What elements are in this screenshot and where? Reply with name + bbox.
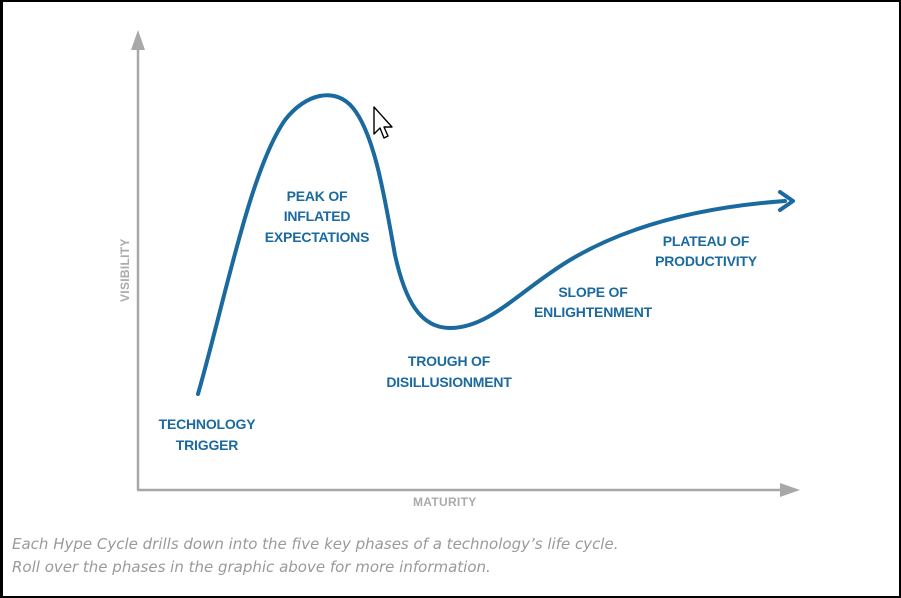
mouse-pointer-icon — [373, 106, 393, 139]
caption-line: Each Hype Cycle drills down into the fiv… — [12, 535, 619, 553]
phase-label: SLOPE OF — [558, 284, 628, 300]
phase-label: ENLIGHTENMENT — [534, 304, 653, 320]
y-axis-label: VISIBILITY — [118, 238, 132, 302]
x-axis — [137, 483, 800, 497]
phase-label: INFLATED — [284, 208, 351, 224]
phase-label: PRODUCTIVITY — [655, 253, 758, 269]
phase-label: TROUGH OF — [408, 353, 491, 369]
caption-line: Roll over the phases in the graphic abov… — [12, 558, 491, 576]
phase-plateau-of-productivity[interactable]: PLATEAU OF PRODUCTIVITY — [655, 233, 758, 269]
phase-technology-trigger[interactable]: TECHNOLOGY TRIGGER — [159, 416, 257, 453]
phase-slope-of-enlightenment[interactable]: SLOPE OF ENLIGHTENMENT — [534, 284, 653, 320]
phase-label: PEAK OF — [287, 188, 348, 204]
phase-label: TECHNOLOGY — [159, 416, 257, 432]
phase-peak-of-inflated-expectations[interactable]: PEAK OF INFLATED EXPECTATIONS — [265, 188, 370, 245]
phase-label: DISILLUSIONMENT — [386, 374, 512, 390]
phase-label: EXPECTATIONS — [265, 229, 369, 245]
phase-trough-of-disillusionment[interactable]: TROUGH OF DISILLUSIONMENT — [386, 353, 512, 390]
hype-curve — [196, 93, 795, 396]
figure-caption: Each Hype Cycle drills down into the fiv… — [12, 533, 892, 579]
divider — [0, 596, 901, 598]
x-axis-label: MATURITY — [413, 495, 477, 509]
y-axis — [131, 30, 145, 490]
phase-label: TRIGGER — [176, 437, 238, 453]
phase-label: PLATEAU OF — [663, 233, 750, 249]
